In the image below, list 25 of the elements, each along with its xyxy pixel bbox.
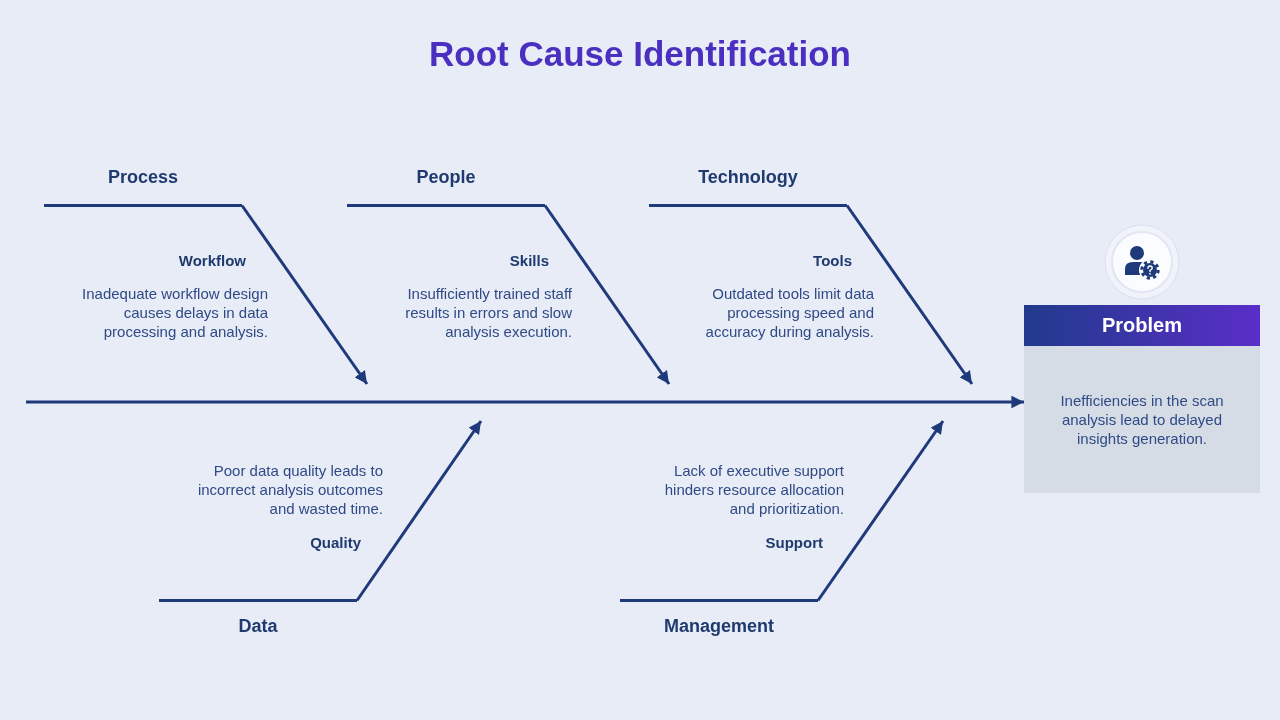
cause-heading: Tools [813, 251, 852, 270]
problem-description: Inefficiencies in the scan analysis lead to delayed insights generation. [1059, 391, 1225, 448]
title: Root Cause Identification [429, 33, 851, 75]
arrow [816, 420, 945, 602]
cause-description: Poor data quality leads to incorrect analysis outcomes and wasted time. [196, 461, 383, 518]
cause-description: Outdated tools limit data processing speed and accuracy during analysis. [704, 284, 874, 341]
arrow [355, 420, 483, 602]
arrow [240, 204, 369, 385]
category-label: Technology [649, 164, 847, 207]
problem-card [1024, 305, 1260, 493]
cause-heading: Quality [310, 533, 361, 552]
cause-heading: Workflow [178, 251, 246, 270]
category-label: Management [620, 599, 818, 642]
category-label: People [347, 164, 545, 207]
cause-heading: Skills [509, 251, 549, 270]
category-label: Data [159, 599, 357, 642]
cause-description: Inadequate workflow design causes delays in data processing and analysis. [81, 284, 268, 341]
cause-description: Insufficiently trained staff results in errors and slow analysis execution. [404, 284, 572, 341]
card-header: Problem [1024, 305, 1260, 346]
arrow [543, 204, 671, 385]
arrow [845, 204, 974, 385]
cause-heading: Support [765, 533, 823, 552]
arrow [26, 395, 1024, 409]
cause-description: Lack of executive support hinders resource allocation and prioritization. [663, 461, 844, 518]
category-label: Process [44, 164, 242, 207]
